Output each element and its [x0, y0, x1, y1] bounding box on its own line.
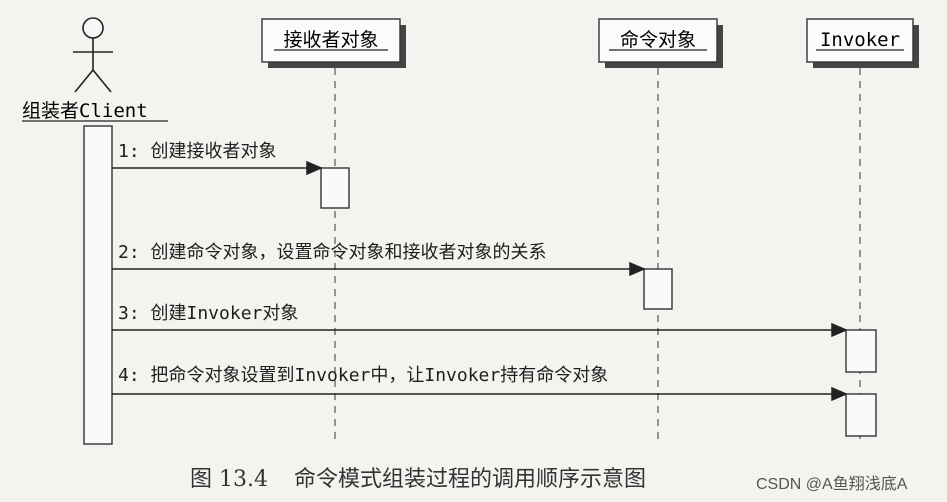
message-2-label: 2: 创建命令对象，设置命令对象和接收者对象的关系	[118, 242, 547, 263]
message-1-label: 1: 创建接收者对象	[118, 141, 277, 162]
invoker-activation-2	[845, 393, 877, 437]
message-3-label: 3: 创建Invoker对象	[118, 303, 298, 324]
object-command-label: 命令对象	[620, 29, 696, 51]
invoker-activation-1	[845, 329, 877, 373]
actor-name: 组装者Client	[22, 100, 148, 122]
message-4-label: 4: 把命令对象设置到Invoker中，让Invoker持有命令对象	[118, 365, 608, 386]
object-receiver: 接收者对象	[261, 18, 406, 68]
actor-figure	[73, 17, 113, 93]
object-command: 命令对象	[598, 18, 723, 68]
actor-activation-bar	[83, 125, 113, 445]
object-invoker: Invoker	[806, 18, 919, 68]
object-invoker-label: Invoker	[820, 29, 900, 51]
receiver-activation	[320, 167, 350, 209]
object-receiver-label: 接收者对象	[283, 29, 378, 51]
figure-caption-text: 命令模式组装过程的调用顺序示意图	[293, 467, 646, 492]
command-activation	[643, 268, 673, 310]
figure-caption: 图 13.4 命令模式组装过程的调用顺序示意图	[190, 461, 646, 493]
watermark: CSDN @A鱼翔浅底A	[756, 476, 908, 493]
figure-number: 图 13.4	[190, 467, 268, 492]
